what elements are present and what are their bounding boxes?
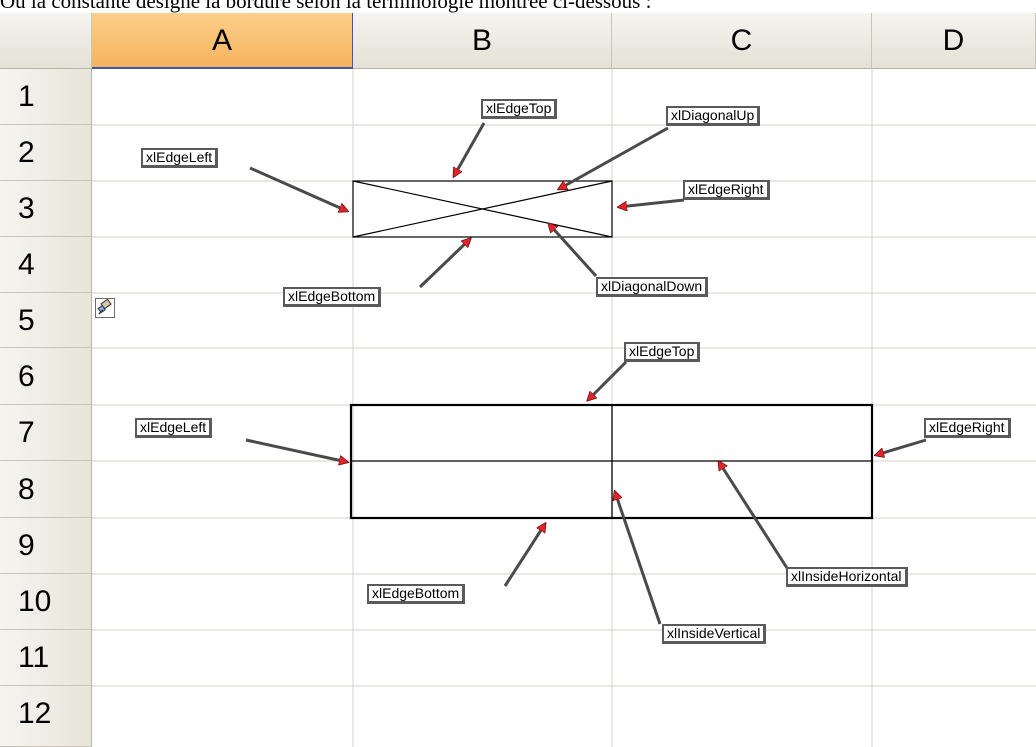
row-header-2[interactable]: 2 <box>0 125 92 181</box>
row-header-6[interactable]: 6 <box>0 348 92 405</box>
caption-text: Où la constante désigne la bordure selon… <box>0 0 652 13</box>
row-header-3[interactable]: 3 <box>0 181 92 237</box>
row-header-9[interactable]: 9 <box>0 518 92 574</box>
row-header-10[interactable]: 10 <box>0 574 92 630</box>
label-edge-left-1: xlEdgeLeft <box>141 148 219 168</box>
example2-arrows <box>245 360 927 625</box>
paint-brush-icon[interactable] <box>95 298 115 318</box>
arrow-edge-left-1 <box>249 166 347 211</box>
column-header-a[interactable]: A <box>92 13 353 69</box>
label-inside-vertical: xlInsideVertical <box>662 624 767 644</box>
row-header-7[interactable]: 7 <box>0 405 92 461</box>
example1-arrows <box>249 122 685 289</box>
label-edge-bottom-2: xlEdgeBottom <box>367 584 466 604</box>
row-header-4[interactable]: 4 <box>0 237 92 293</box>
label-edge-right-1: xlEdgeRight <box>683 180 770 200</box>
label-edge-left-2: xlEdgeLeft <box>135 418 213 438</box>
label-diagonal-up: xlDiagonalUp <box>666 106 761 126</box>
arrow-inside-vertical <box>615 492 662 625</box>
example1-diagonal-down-line <box>352 180 613 238</box>
label-edge-right-2: xlEdgeRight <box>924 418 1011 438</box>
arrow-edge-top-2 <box>588 360 628 400</box>
arrow-inside-horizontal <box>719 462 789 569</box>
arrow-edge-left-2 <box>245 438 347 462</box>
row-header-5[interactable]: 5 <box>0 293 92 348</box>
label-diagonal-down: xlDiagonalDown <box>596 277 709 297</box>
row-header-8[interactable]: 8 <box>0 461 92 518</box>
label-edge-top-1: xlEdgeTop <box>481 99 558 119</box>
arrow-edge-bottom-1 <box>418 239 470 289</box>
label-edge-top-2: xlEdgeTop <box>624 342 701 362</box>
arrow-edge-bottom-2 <box>503 524 545 587</box>
select-all-corner[interactable] <box>0 13 92 69</box>
column-header-c[interactable]: C <box>612 13 872 69</box>
column-header-b[interactable]: B <box>353 13 612 69</box>
example2-border-box <box>349 403 874 520</box>
row-header-12[interactable]: 12 <box>0 686 92 747</box>
row-header-11[interactable]: 11 <box>0 630 92 686</box>
arrow-edge-right-2 <box>876 438 927 455</box>
arrow-diagonal-down <box>549 224 598 278</box>
column-header-d[interactable]: D <box>872 13 1036 69</box>
cell-gridlines <box>92 69 1036 747</box>
arrow-diagonal-up <box>559 126 669 189</box>
row-header-1[interactable]: 1 <box>0 69 92 125</box>
label-edge-bottom-1: xlEdgeBottom <box>283 287 382 307</box>
arrow-edge-right-1 <box>619 198 685 207</box>
label-inside-horizontal: xlInsideHorizontal <box>786 567 908 587</box>
arrow-edge-top-1 <box>454 122 486 176</box>
example1-border-box <box>352 180 613 238</box>
